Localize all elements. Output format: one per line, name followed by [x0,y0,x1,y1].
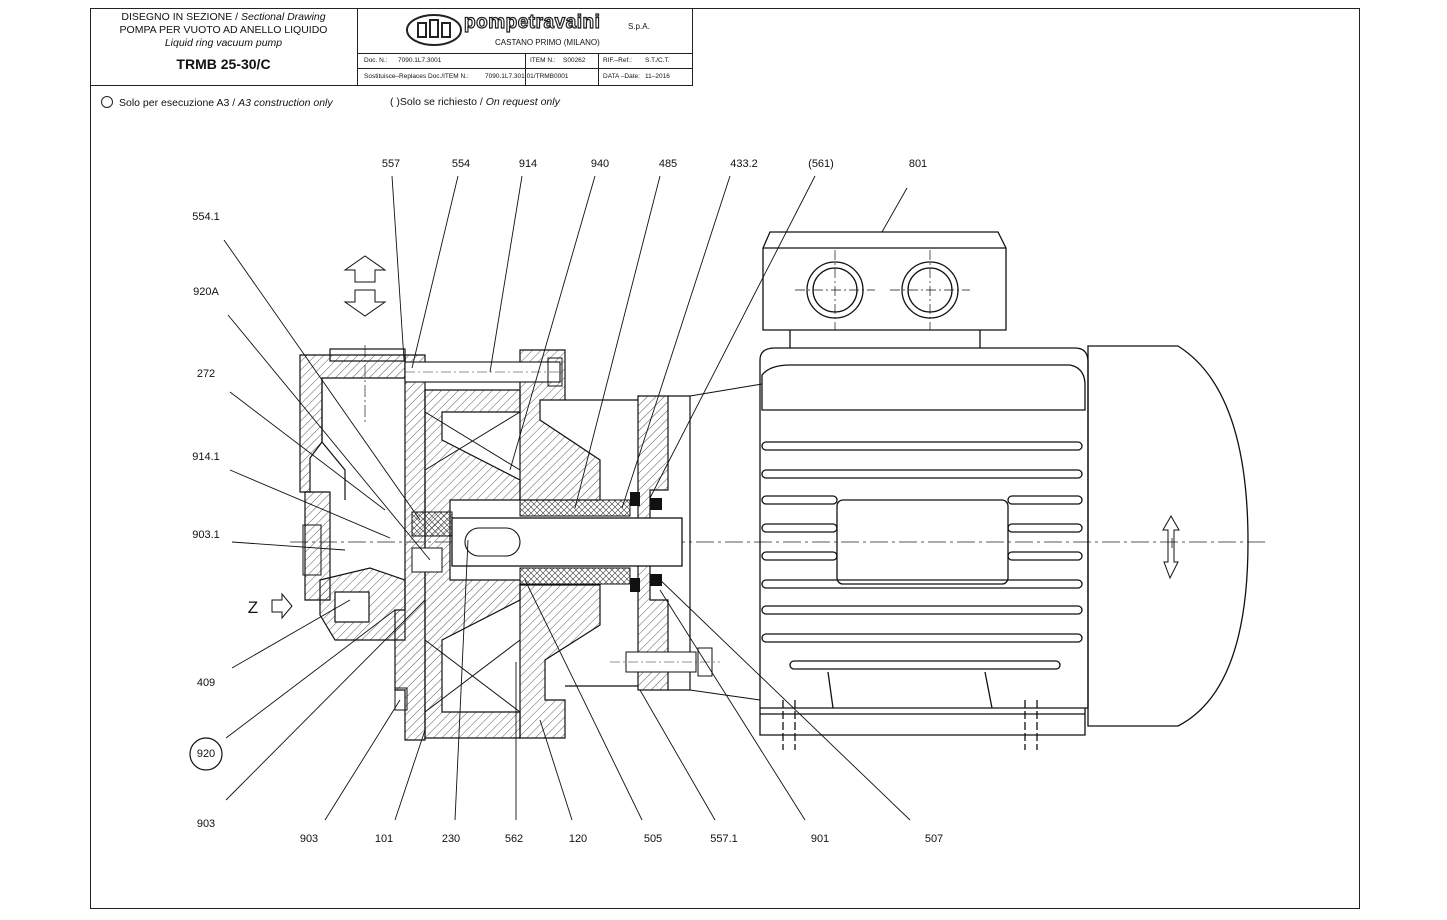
terminal-box [762,231,1007,331]
shaft [451,517,683,567]
part-label-903-1: 903.1 [192,529,220,541]
view-z-arrow-icon [271,592,293,620]
circle-marker-icon [101,96,113,108]
part-label-914: 914 [518,158,538,170]
company-logo-icon [406,14,462,46]
replaces-label: Sostituisce–Replaces Doc./ITEM N.: [364,73,469,80]
mechanical-seal-lower [519,567,631,585]
ref-label: RIF.–Ref.: [603,57,632,64]
part-label-903-left: 903 [196,818,216,830]
seal-ring-upper [630,492,640,506]
date-value: 11–2016 [645,73,670,80]
doc-grid [358,54,693,86]
replaces-row: Sostituisce–Replaces Doc./ITEM N.: 7090.… [358,70,693,85]
part-label-920: 920 [196,748,216,760]
part-label-120: 120 [568,833,588,845]
part-label-485: 485 [658,158,678,170]
legend-a3-it: Solo per esecuzione A3 / [119,97,239,109]
part-label-230: 230 [441,833,461,845]
title-line3: Liquid ring vacuum pump [164,37,283,49]
part-label-409: 409 [196,677,216,689]
part-label-562: 562 [504,833,524,845]
part-label-801: 801 [908,158,928,170]
title-line1-en: Sectional Drawing [240,11,326,23]
part-label-940: 940 [590,158,610,170]
fan-cover [1087,345,1249,727]
pump-casing [299,345,763,741]
doc-label: Doc. N.: [364,57,388,64]
part-label-272: 272 [196,368,216,380]
part-label-557: 557 [381,158,401,170]
title-line2: POMPA PER VUOTO AD ANELLO LIQUIDO [119,24,328,36]
brand-suffix: S.p.A. [628,22,650,31]
replaces-value: 7090.1L7.301.01/TRMB0001 [485,73,569,80]
item-value: S00262 [563,57,586,64]
company-city: CASTANO PRIMO (MILANO) [495,38,600,47]
nameplate [836,499,1009,585]
shaft-key [464,527,521,557]
impeller-nut [411,511,453,537]
view-z-label: Z [247,598,259,617]
brand-name: pompetravaini [463,11,601,33]
rotation-arrow-icon [1162,514,1180,580]
seal-ring-lower [630,578,640,592]
casing-lower [519,584,601,739]
date-label: DATA –Date: [603,73,640,80]
motor [759,231,1249,750]
legend-request-it: ( )Solo se richiesto / [390,96,486,108]
flow-arrows [343,255,387,317]
part-label-101: 101 [374,833,394,845]
motor-flange [637,395,669,691]
part-label-433-2: 433.2 [730,158,758,170]
part-label-920a: 920A [193,286,219,298]
title-block-document: pompetravaini S.p.A. CASTANO PRIMO (MILA… [358,8,693,86]
outlet-arrow-icon [343,255,387,283]
title-line1-it: DISEGNO IN SEZIONE / [121,11,241,23]
motor-body [759,347,1089,709]
ref-value: S.T./C.T. [645,57,670,64]
a3-marker-920-icon [189,737,223,771]
part-label-554-1: 554.1 [192,211,220,223]
part-label-507: 507 [924,833,944,845]
part-label-561: (561) [808,158,834,170]
part-label-505: 505 [643,833,663,845]
doc-value: 7090.1L7.3001 [398,57,442,64]
legend-a3: Solo per esecuzione A3 / A3 construction… [101,96,333,109]
logo-box: pompetravaini S.p.A. CASTANO PRIMO (MILA… [358,8,693,54]
item-label: ITEM N.: [530,57,556,64]
legend-request-en: On request only [485,96,560,108]
drain-bolt [394,687,408,711]
title-block-description: DISEGNO IN SEZIONE / Sectional Drawing P… [90,8,358,86]
legend-a3-en: A3 construction only [238,97,333,109]
model-code: TRMB 25-30/C [176,56,271,72]
part-label-903-bottom: 903 [299,833,319,845]
inlet-arrow-icon [343,289,387,317]
leader-lines [223,175,911,821]
part-label-554: 554 [451,158,471,170]
legend-request: ( )Solo se richiesto / On request only [390,96,560,108]
part-label-901: 901 [810,833,830,845]
part-label-914-1: 914.1 [192,451,220,463]
drawing-frame [90,8,1360,909]
part-label-557-1: 557.1 [710,833,738,845]
